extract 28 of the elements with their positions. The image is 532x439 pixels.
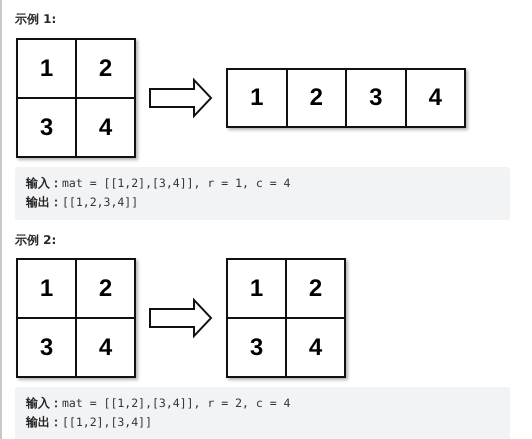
matrix-grid xyxy=(226,68,466,128)
matrix-cell: 4 xyxy=(286,318,345,377)
matrix-cell: 1 xyxy=(227,259,286,318)
matrix-cell: 3 xyxy=(346,69,406,127)
code-line: 输入：mat = [[1,2],[3,4]], r = 2, c = 4 xyxy=(26,395,290,412)
matrix-cell: 1 xyxy=(17,259,76,318)
matrix-cell: 2 xyxy=(286,69,346,127)
matrix-cell: 2 xyxy=(286,259,345,318)
matrix-grid xyxy=(16,258,136,378)
matrix-cell: 2 xyxy=(76,39,135,98)
code-line: 输入：mat = [[1,2],[3,4]], r = 1, c = 4 xyxy=(26,175,290,192)
matrix-cell: 4 xyxy=(76,318,135,377)
matrix-cell: 3 xyxy=(17,98,76,157)
matrix-cell: 3 xyxy=(227,318,286,377)
matrix-cell: 4 xyxy=(76,98,135,157)
matrix-cell: 4 xyxy=(406,69,465,127)
matrix-cell: 2 xyxy=(76,259,135,318)
example-heading: 示例 1: xyxy=(15,11,56,27)
matrix-cell: 3 xyxy=(17,318,76,377)
block-arrow xyxy=(149,77,212,119)
matrix-grid xyxy=(16,38,136,158)
matrix-cell: 1 xyxy=(17,39,76,98)
block-arrow xyxy=(149,297,212,339)
code-line: 输出：[[1,2],[3,4]] xyxy=(26,414,152,431)
matrix-grid xyxy=(226,258,346,378)
matrix-cell: 1 xyxy=(227,69,286,127)
code-line: 输出：[[1,2,3,4]] xyxy=(26,194,138,211)
example-heading: 示例 2: xyxy=(15,232,56,248)
